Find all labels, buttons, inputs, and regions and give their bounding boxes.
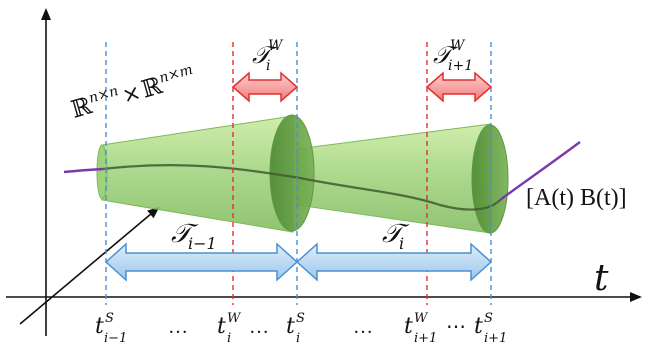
interval-label-1: 𝒯 i−1 — [171, 219, 217, 253]
tick-ellipsis-1: … — [168, 316, 188, 338]
tick-label-t-s-i: t S i — [286, 311, 305, 346]
interval-label-2: 𝒯 i — [382, 219, 410, 253]
cone-1-end-face — [269, 114, 315, 232]
tick-label-t-w-i: t W i — [217, 311, 242, 346]
tick-ellipsis-4: ⋯ — [446, 316, 466, 338]
svg-text:W: W — [414, 311, 429, 326]
system-label: [A(t) B(t)] — [526, 185, 627, 211]
space-label: ℝn×n×ℝn×m — [68, 62, 198, 124]
svg-text:i−1: i−1 — [188, 234, 217, 253]
trajectory-curve-inside — [102, 164, 501, 211]
svg-text:t: t — [217, 314, 226, 339]
tick-label-t-s-i-minus-1: t S i−1 — [95, 311, 127, 346]
svg-text:t: t — [286, 314, 295, 339]
tick-ellipsis-3: … — [353, 316, 373, 338]
svg-text:i+1: i+1 — [484, 331, 507, 346]
svg-text:i: i — [296, 331, 300, 346]
window-arrow-1 — [231, 71, 299, 103]
window-label-2: 𝒯 W i+1 — [433, 38, 473, 74]
svg-text:S: S — [105, 311, 114, 326]
svg-text:S: S — [296, 311, 305, 326]
tick-label-t-s-i-plus-1: t S i+1 — [474, 311, 507, 346]
trajectory-curve — [63, 167, 104, 174]
svg-text:i+1: i+1 — [448, 58, 473, 74]
svg-text:ℝn×n×ℝn×m: ℝn×n×ℝn×m — [68, 62, 198, 124]
svg-text:i+1: i+1 — [414, 331, 437, 346]
svg-text:S: S — [484, 311, 493, 326]
svg-text:t: t — [474, 314, 483, 339]
svg-text:i−1: i−1 — [104, 331, 127, 346]
window-arrow-2 — [425, 71, 493, 103]
svg-text:i: i — [266, 58, 270, 74]
reachability-cone-1 — [96, 115, 294, 233]
svg-text:i: i — [227, 331, 231, 346]
svg-text:𝒯: 𝒯 — [382, 219, 410, 249]
svg-text:t: t — [404, 314, 413, 339]
svg-text:W: W — [268, 38, 284, 54]
trajectory-curve-tail — [499, 141, 581, 201]
tick-label-t-w-i-plus-1: t W i+1 — [404, 311, 437, 346]
space-exp-1: n×n — [87, 83, 120, 107]
depth-axis — [19, 206, 160, 325]
window-label-1: 𝒯 W i — [252, 38, 284, 74]
reachability-cone-2 — [296, 123, 492, 234]
t-axis-label: t — [594, 258, 609, 299]
space-exp-2: n×m — [157, 62, 194, 87]
svg-text:W: W — [227, 311, 242, 326]
cone-2-end-face — [471, 124, 509, 234]
tick-ellipsis-2: … — [249, 316, 269, 338]
svg-text:i: i — [399, 234, 404, 253]
interval-arrow-2 — [295, 242, 493, 282]
svg-text:W: W — [450, 38, 466, 54]
svg-text:t: t — [95, 314, 104, 339]
